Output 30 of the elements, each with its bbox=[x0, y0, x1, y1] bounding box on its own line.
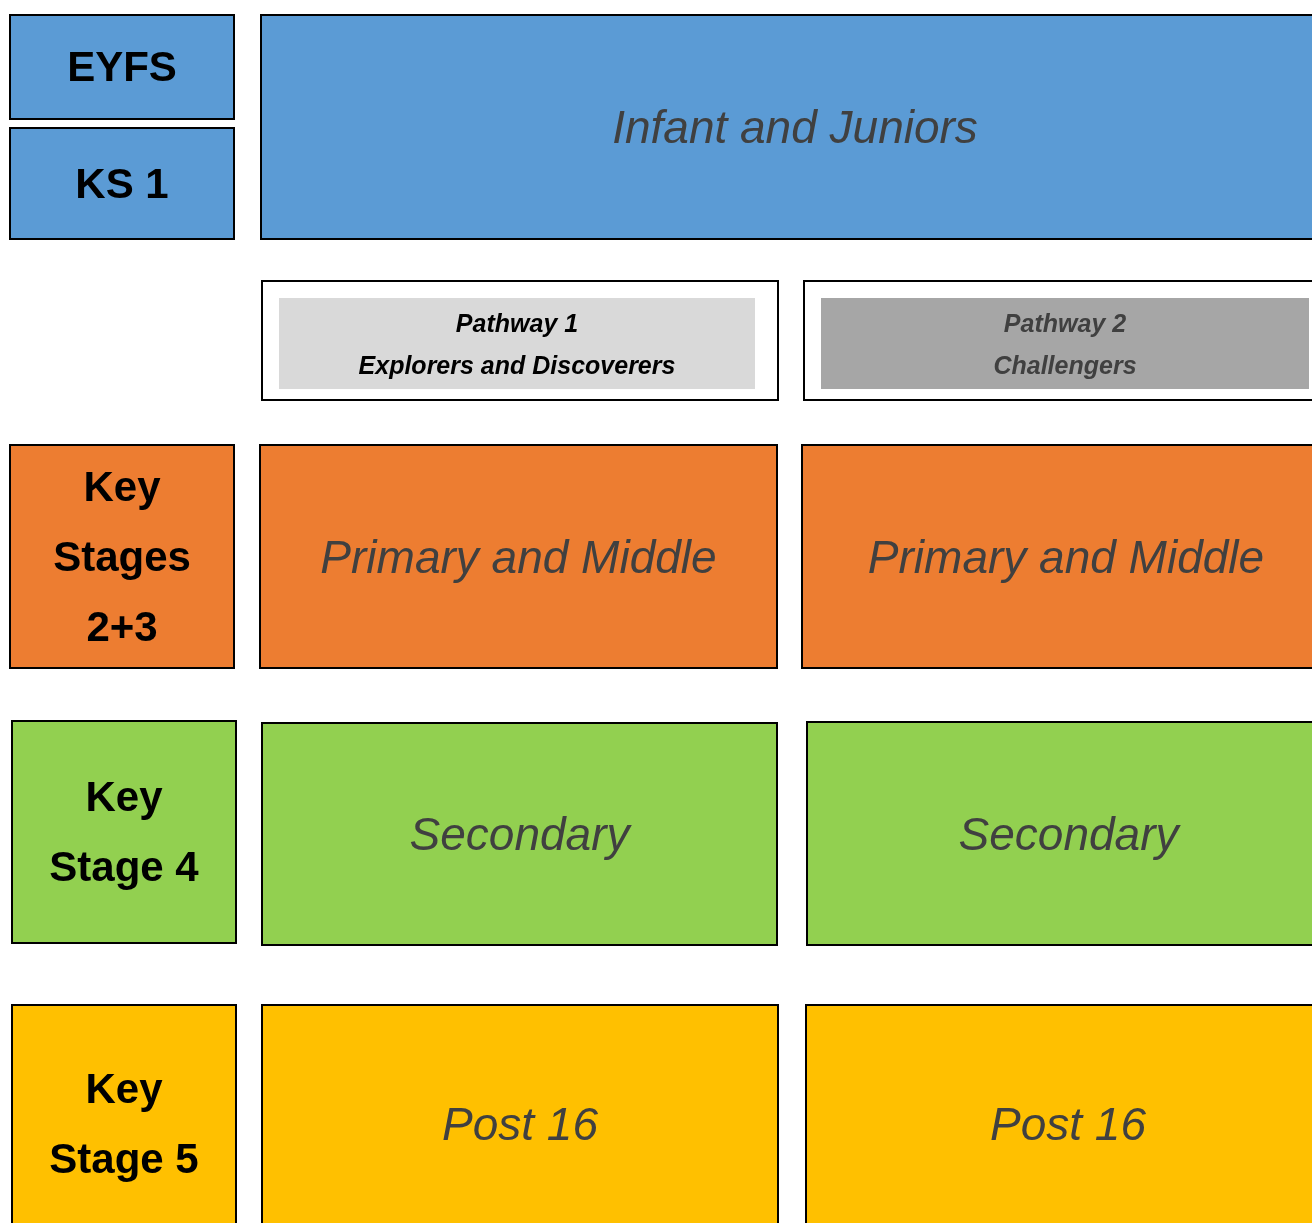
phase-label: Secondary bbox=[409, 807, 630, 861]
phase-label: Primary and Middle bbox=[320, 529, 717, 584]
stage-label-box bbox=[9, 127, 235, 240]
stage-label: Key Stage 5 bbox=[48, 1064, 200, 1184]
pathway-label: Explorers and Discoverers bbox=[358, 349, 676, 381]
phase-box bbox=[260, 14, 1312, 240]
stage-label-box bbox=[9, 444, 235, 669]
stage-label-box bbox=[11, 720, 237, 944]
phase-box bbox=[805, 1004, 1312, 1223]
phase-label: Post 16 bbox=[990, 1097, 1146, 1151]
phase-label: Post 16 bbox=[442, 1097, 598, 1151]
pathway-label: Pathway 2 bbox=[1003, 307, 1127, 339]
stage-label-box bbox=[9, 14, 235, 120]
pathway-label: Pathway 1 bbox=[455, 307, 579, 339]
phase-box bbox=[261, 1004, 779, 1223]
phase-box bbox=[259, 444, 778, 669]
phase-label: Infant and Juniors bbox=[612, 100, 978, 154]
stage-label: Key Stages 2+3 bbox=[52, 461, 192, 652]
stage-label-box bbox=[11, 1004, 237, 1223]
phase-box bbox=[801, 444, 1312, 669]
pathway-box bbox=[803, 280, 1312, 401]
pathway-label: Challengers bbox=[993, 349, 1137, 381]
stage-label: KS 1 bbox=[75, 158, 169, 209]
phase-label: Secondary bbox=[958, 806, 1179, 861]
phase-box bbox=[806, 721, 1312, 946]
stage-label: EYFS bbox=[67, 42, 177, 92]
phase-label: Primary and Middle bbox=[867, 529, 1265, 584]
phase-box bbox=[261, 722, 778, 946]
stage-label: Key Stage 4 bbox=[48, 772, 200, 892]
pathway-box bbox=[261, 280, 779, 401]
